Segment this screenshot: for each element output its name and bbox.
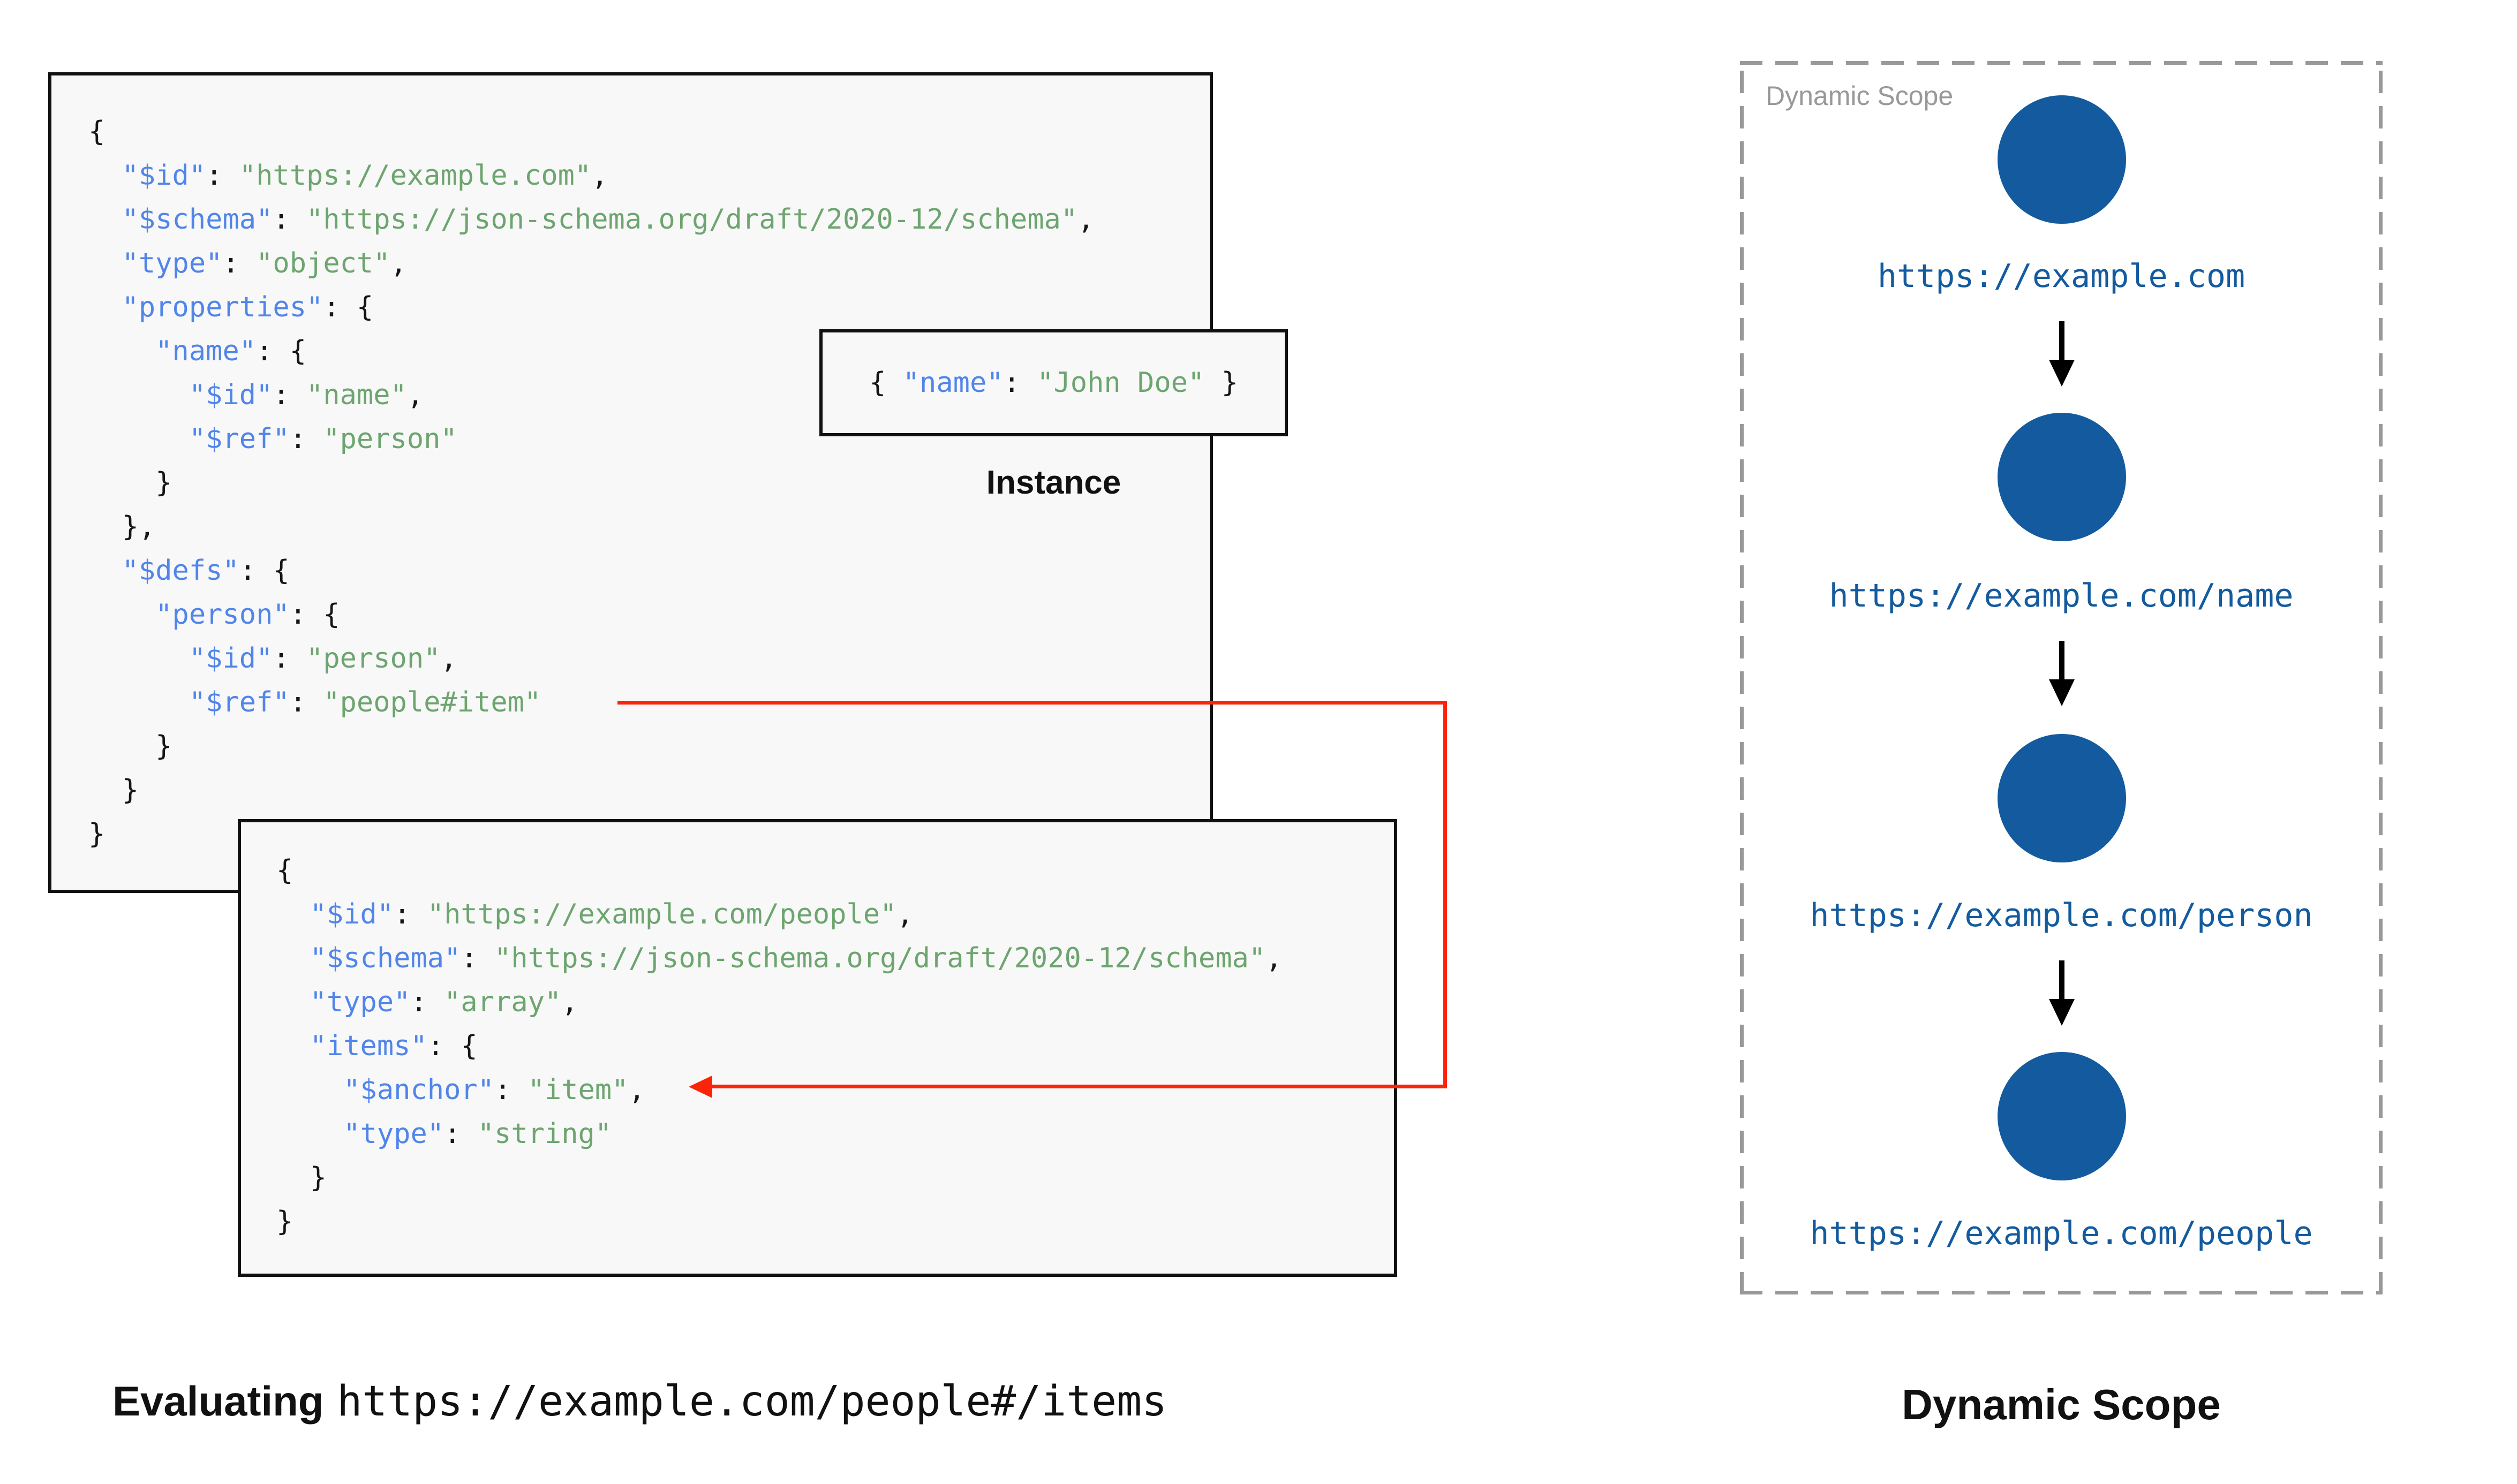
- scope-node-circle-2: [1998, 413, 2126, 541]
- people-schema-box: { "$id": "https://example.com/people", "…: [238, 819, 1397, 1277]
- down-arrow-line-1: [2059, 321, 2064, 362]
- evaluating-caption-uri: https://example.com/people#/items: [337, 1377, 1167, 1426]
- dynamic-scope-panel: Dynamic Scope https://example.com https:…: [1740, 61, 2383, 1294]
- down-arrow-icon-1: [2049, 360, 2075, 387]
- evaluating-caption-prefix: Evaluating: [112, 1377, 324, 1425]
- ref-arrow-segment-bottom: [710, 1085, 1447, 1088]
- down-arrow-line-2: [2059, 641, 2064, 682]
- scope-node-uri-4: https://example.com/people: [1810, 1215, 2313, 1252]
- people-schema-code: { "$id": "https://example.com/people", "…: [276, 854, 1283, 1238]
- scope-node-circle-1: [1998, 95, 2126, 224]
- down-arrow-icon-3: [2049, 999, 2075, 1026]
- scope-node-circle-3: [1998, 734, 2126, 862]
- instance-box: { "name": "John Doe" }: [819, 329, 1288, 436]
- ref-arrow-segment-top: [617, 701, 1447, 705]
- ref-arrow-segment-vertical: [1443, 701, 1447, 1088]
- instance-code: { "name": "John Doe" }: [869, 367, 1238, 399]
- scope-node-uri-3: https://example.com/person: [1810, 897, 2313, 934]
- root-schema-box: { "$id": "https://example.com", "$schema…: [48, 72, 1213, 893]
- scope-node-uri-2: https://example.com/name: [1829, 577, 2294, 615]
- ref-arrowhead-icon: [689, 1076, 712, 1098]
- evaluating-caption: Evaluating https://example.com/people#/it…: [112, 1377, 1167, 1426]
- scope-node-circle-4: [1998, 1052, 2126, 1180]
- down-arrow-line-3: [2059, 960, 2064, 1001]
- instance-label: Instance: [986, 464, 1121, 501]
- root-schema-code: { "$id": "https://example.com", "$schema…: [88, 116, 1095, 850]
- dynamic-scope-caption: Dynamic Scope: [1902, 1381, 2221, 1428]
- dynamic-scope-panel-label: Dynamic Scope: [1766, 81, 1954, 111]
- scope-node-uri-1: https://example.com: [1877, 258, 2245, 295]
- down-arrow-icon-2: [2049, 679, 2075, 706]
